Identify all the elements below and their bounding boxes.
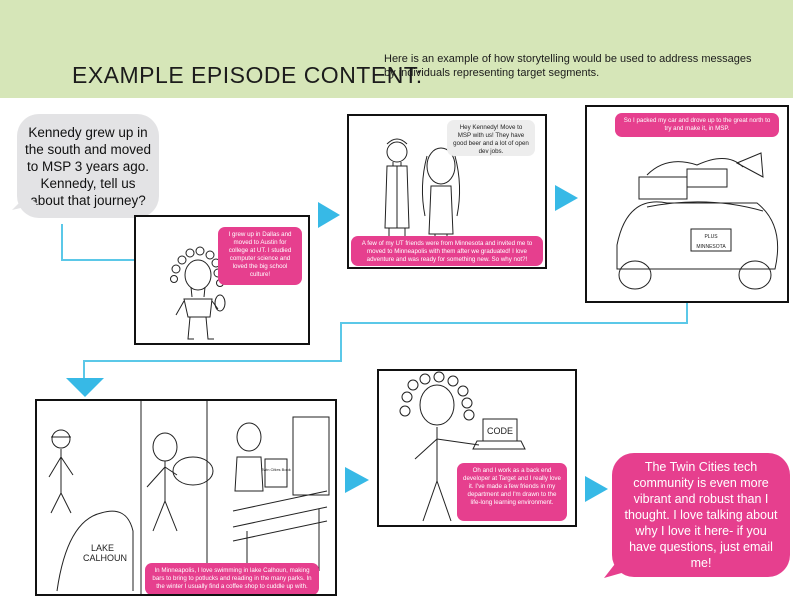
panel-4-caption: In Minneapolis, I love swimming in lake … xyxy=(145,563,319,594)
panel-2-top-bubble: Hey Kennedy! Move to MSP with us! They h… xyxy=(447,120,535,156)
intro-bubble-text: Kennedy grew up in the south and moved t… xyxy=(24,124,152,208)
plate-bottom-text: MINNESOTA xyxy=(696,244,726,250)
connector-line xyxy=(340,322,342,362)
lake-label-1: LAKE xyxy=(91,543,114,553)
comic-panel-2: Hey Kennedy! Move to MSP with us! They h… xyxy=(347,114,547,269)
panel-5-caption-text: Oh and I work as a back end developer at… xyxy=(463,467,561,506)
connector-line xyxy=(61,259,136,261)
header-banner xyxy=(0,0,793,98)
connector-line xyxy=(83,360,85,380)
developer-sketch: CODE xyxy=(399,371,526,522)
panel-3-caption-text: So I packed my car and drove up to the g… xyxy=(623,117,771,132)
connector-line xyxy=(61,224,63,260)
panel-2-caption-text: A few of my UT friends were from Minneso… xyxy=(361,240,533,263)
arrow-right-2 xyxy=(555,185,578,211)
arrow-right-1 xyxy=(318,202,340,228)
panel-2-caption: A few of my UT friends were from Minneso… xyxy=(351,236,543,266)
arrow-right-3 xyxy=(345,467,369,493)
final-speech-bubble: The Twin Cities tech community is even m… xyxy=(612,453,790,577)
arrow-right-4 xyxy=(585,476,608,502)
panel-3-caption: So I packed my car and drove up to the g… xyxy=(615,113,779,137)
comic-panel-3: PLUS MINNESOTA So I packed my car and dr… xyxy=(585,105,789,303)
final-bubble-text: The Twin Cities tech community is even m… xyxy=(624,460,778,570)
connector-line xyxy=(686,302,688,324)
comic-panel-1: I grew up in Dallas and moved to Austin … xyxy=(134,215,310,345)
connector-line xyxy=(83,360,342,362)
minneapolis-life-sketch: LAKE CALHOUN Twin Cities Book xyxy=(48,401,330,594)
lake-label-2: CALHOUN xyxy=(83,553,127,563)
book-label: Twin Cities Book xyxy=(261,467,291,472)
laptop-label: CODE xyxy=(487,426,513,436)
comic-panel-4: LAKE CALHOUN Twin Cities Book In Minneap… xyxy=(35,399,337,596)
panel-4-caption-text: In Minneapolis, I love swimming in lake … xyxy=(152,567,312,590)
arrow-down xyxy=(66,378,104,397)
page-description: Here is an example of how storytelling w… xyxy=(384,53,752,79)
connector-line xyxy=(340,322,688,324)
comic-panel-5: CODE Oh and I work as a back end develop… xyxy=(377,369,577,527)
panel-1-caption: I grew up in Dallas and moved to Austin … xyxy=(218,227,302,285)
plate-top-text: PLUS xyxy=(704,234,718,240)
panel-2-top-bubble-text: Hey Kennedy! Move to MSP with us! They h… xyxy=(453,124,529,155)
intro-speech-bubble: Kennedy grew up in the south and moved t… xyxy=(17,114,159,218)
packed-car-sketch: PLUS MINNESOTA xyxy=(616,152,779,290)
page-title: EXAMPLE EPISODE CONTENT: xyxy=(72,62,423,88)
panel-1-caption-text: I grew up in Dallas and moved to Austin … xyxy=(228,231,292,278)
panel-5-caption: Oh and I work as a back end developer at… xyxy=(457,463,567,521)
